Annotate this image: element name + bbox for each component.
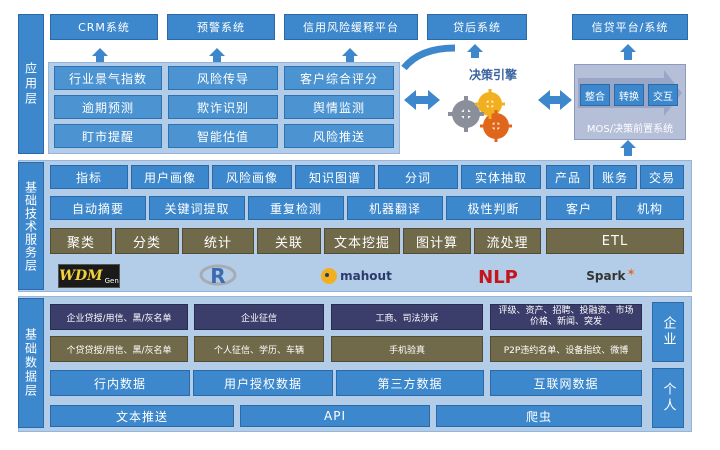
app-item[interactable]: 风险推送 — [284, 124, 394, 148]
mahout-elephant-icon — [321, 268, 338, 284]
tech-item[interactable]: 实体抽取 — [461, 165, 541, 189]
mahout-logo-text: mahout — [340, 269, 392, 283]
tech-item[interactable]: 极性判断 — [446, 196, 541, 220]
data-item[interactable]: 手机验真 — [331, 336, 483, 362]
tech-item[interactable]: 分词 — [378, 165, 458, 189]
nlp-logo-text: NLP — [478, 266, 518, 288]
data-item[interactable]: 个贷贷授/用信、黑/灰名单 — [50, 336, 188, 362]
data-channel[interactable]: 爬虫 — [436, 405, 642, 427]
system-credit-risk: 信用风险缓释平台 — [284, 14, 418, 40]
app-item[interactable]: 舆情监测 — [284, 95, 394, 119]
data-item[interactable]: P2P违约名单、设备指纹、微博 — [490, 336, 642, 362]
data-channel[interactable]: API — [240, 405, 430, 427]
tech-item[interactable]: 指标 — [50, 165, 128, 189]
spark-logo: Spark ✶ — [586, 264, 636, 288]
tech-item[interactable]: 关键词提取 — [149, 196, 245, 220]
data-channel[interactable]: 文本推送 — [50, 405, 234, 427]
tech-item[interactable]: 流处理 — [474, 228, 541, 254]
tech-item[interactable]: 文本挖掘 — [324, 228, 400, 254]
tech-item[interactable]: 自动摘要 — [50, 196, 146, 220]
tech-item[interactable]: 交易 — [640, 165, 684, 189]
tech-item[interactable]: 图计算 — [403, 228, 471, 254]
app-layer-label: 应用层 — [18, 14, 44, 154]
tech-item[interactable]: 重复检测 — [248, 196, 344, 220]
app-item[interactable]: 欺诈识别 — [168, 95, 278, 119]
data-item[interactable]: 个人征信、学历、车辆 — [194, 336, 324, 362]
app-item[interactable]: 行业景气指数 — [54, 66, 162, 90]
data-side-individual: 个人 — [652, 368, 684, 428]
mos-label: MOS/决策前置系统 — [586, 124, 674, 135]
spark-star-icon: ✶ — [626, 265, 636, 279]
wdm-logo: WDM Gen — [58, 264, 120, 288]
data-item[interactable]: 评级、资产、招聘、投融资、市场价格、新闻、突发 — [490, 304, 642, 330]
nlp-logo: NLP — [470, 264, 526, 290]
mos-item[interactable]: 转换 — [614, 84, 644, 106]
gears-icon — [448, 89, 512, 142]
app-item[interactable]: 客户综合评分 — [284, 66, 394, 90]
wdm-logo-text: WDM — [59, 268, 103, 284]
tech-item[interactable]: 关联 — [257, 228, 321, 254]
spark-logo-text: Spark — [586, 269, 626, 283]
data-source[interactable]: 用户授权数据 — [193, 370, 333, 396]
data-item[interactable]: 工商、司法涉诉 — [331, 304, 483, 330]
data-layer-label: 基础数据层 — [18, 298, 44, 428]
mahout-logo: mahout — [320, 264, 392, 288]
system-crm: CRM系统 — [50, 14, 158, 40]
tech-item[interactable]: 统计 — [182, 228, 254, 254]
mos-item[interactable]: 整合 — [580, 84, 610, 106]
tech-item[interactable]: 机器翻译 — [347, 196, 443, 220]
tech-item[interactable]: 风险画像 — [212, 165, 292, 189]
r-logo: R — [198, 262, 238, 290]
tech-layer-label: 基础技术服务层 — [18, 162, 44, 290]
system-post-loan: 贷后系统 — [427, 14, 527, 40]
app-item[interactable]: 逾期预测 — [54, 95, 162, 119]
r-logo-text: R — [210, 264, 226, 288]
data-item[interactable]: 企业贷授/用信、黑/灰名单 — [50, 304, 188, 330]
tech-item[interactable]: 账务 — [593, 165, 637, 189]
app-item[interactable]: 盯市提醒 — [54, 124, 162, 148]
tech-item-etl[interactable]: ETL — [546, 228, 684, 254]
wdm-logo-sub: Gen — [104, 277, 119, 285]
app-item[interactable]: 智能估值 — [168, 124, 278, 148]
system-credit-platform: 信贷平台/系统 — [572, 14, 688, 40]
tech-item[interactable]: 聚类 — [50, 228, 112, 254]
data-item[interactable]: 企业征信 — [194, 304, 324, 330]
tech-item[interactable]: 客户 — [546, 196, 612, 220]
tech-item[interactable]: 机构 — [616, 196, 684, 220]
tech-item[interactable]: 分类 — [115, 228, 179, 254]
tech-item[interactable]: 知识图谱 — [295, 165, 375, 189]
data-source[interactable]: 互联网数据 — [490, 370, 642, 396]
data-source[interactable]: 行内数据 — [50, 370, 190, 396]
data-side-enterprise: 企业 — [652, 302, 684, 362]
system-warning: 预警系统 — [167, 14, 275, 40]
data-source[interactable]: 第三方数据 — [336, 370, 484, 396]
tech-item[interactable]: 产品 — [546, 165, 590, 189]
app-item[interactable]: 风险传导 — [168, 66, 278, 90]
mos-item[interactable]: 交互 — [648, 84, 678, 106]
tech-item[interactable]: 用户画像 — [131, 165, 209, 189]
decision-engine-label: 决策引擎 — [468, 68, 517, 82]
